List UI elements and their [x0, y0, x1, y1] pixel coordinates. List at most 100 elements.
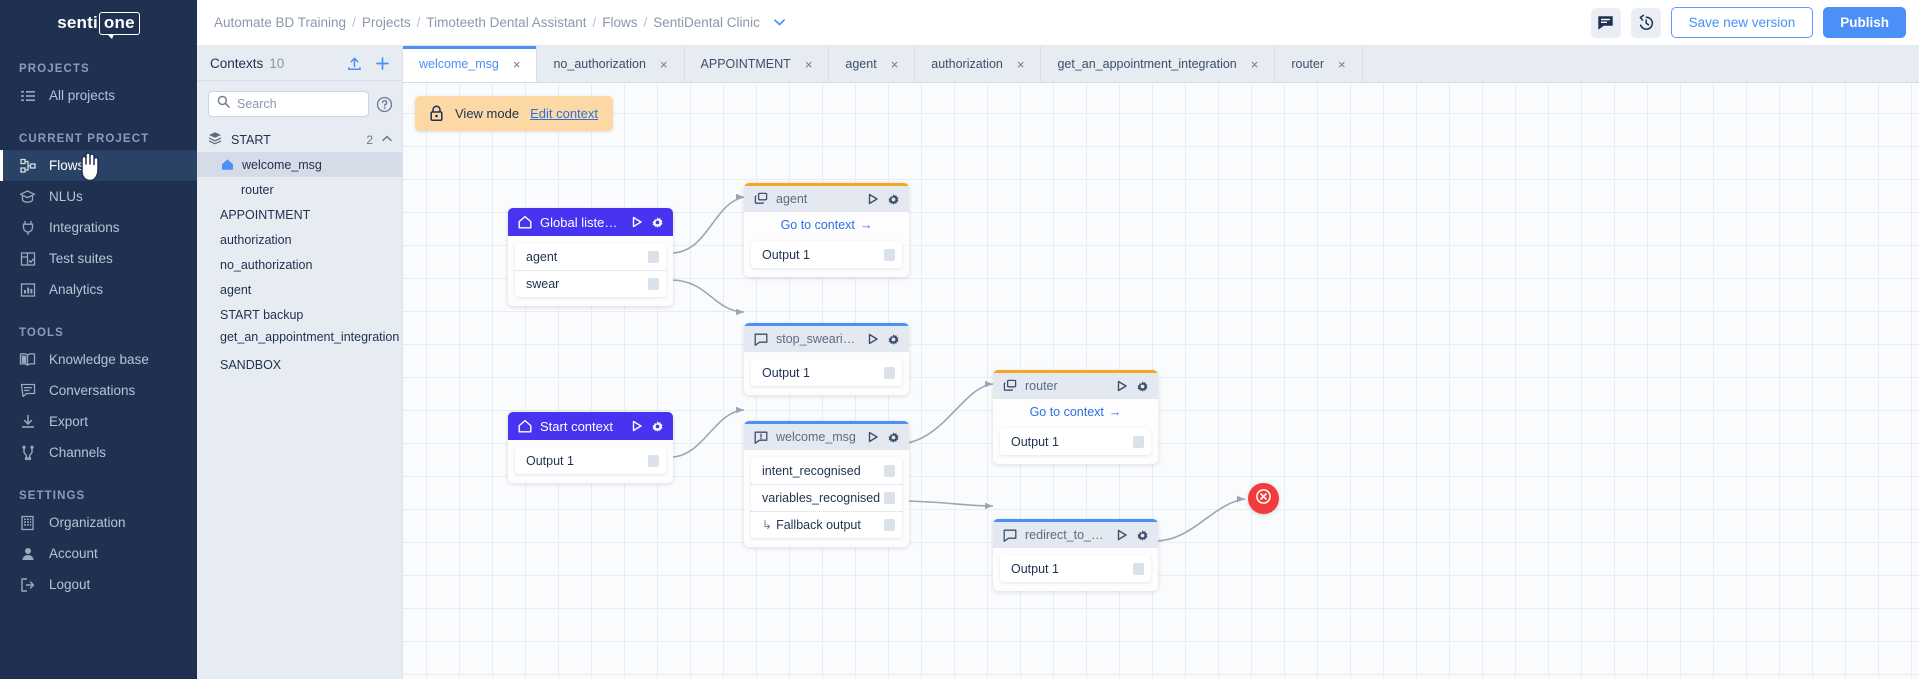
close-icon[interactable]: ×	[659, 56, 668, 72]
gear-icon[interactable]	[887, 193, 900, 206]
flow-canvas[interactable]: View mode Edit context Global listener	[403, 83, 1919, 679]
go-to-context-link[interactable]: Go to context→	[993, 399, 1158, 428]
context-item-sandbox[interactable]: SANDBOX	[197, 352, 402, 377]
gear-icon[interactable]	[887, 431, 900, 444]
sidebar-item-nlus[interactable]: NLUs	[0, 181, 197, 212]
close-icon[interactable]: ×	[890, 56, 899, 72]
tab-router[interactable]: router ×	[1275, 46, 1363, 82]
save-new-version-button[interactable]: Save new version	[1670, 7, 1814, 38]
port-output-1[interactable]: Output 1	[751, 241, 902, 268]
close-icon[interactable]: ×	[1250, 56, 1259, 72]
tab-no-authorization[interactable]: no_authorization ×	[537, 46, 685, 82]
port-connector[interactable]	[884, 464, 895, 477]
context-item-appointment[interactable]: APPOINTMENT	[197, 202, 402, 227]
publish-button[interactable]: Publish	[1823, 7, 1906, 38]
play-icon[interactable]	[867, 193, 879, 205]
context-item-no-authorization[interactable]: no_authorization	[197, 252, 402, 277]
gear-icon[interactable]	[1136, 529, 1149, 542]
gear-icon[interactable]	[651, 216, 664, 229]
search-box[interactable]	[208, 91, 369, 117]
go-to-context-link[interactable]: Go to context→	[744, 212, 909, 241]
port-swear[interactable]: swear	[515, 270, 666, 297]
node-header[interactable]: Start context	[508, 412, 673, 440]
breadcrumb-item-4[interactable]: SentiDental Clinic	[653, 15, 760, 30]
context-item-welcome-msg[interactable]: welcome_msg	[197, 152, 402, 177]
port-connector[interactable]	[648, 454, 659, 467]
port-output-1[interactable]: Output 1	[751, 359, 902, 386]
node-global-listener[interactable]: Global listener	[508, 208, 673, 306]
close-icon[interactable]: ×	[1338, 56, 1346, 72]
close-icon[interactable]: ×	[1016, 56, 1025, 72]
port-connector[interactable]	[648, 278, 659, 290]
sidebar-item-knowledge-base[interactable]: Knowledge base	[0, 344, 197, 375]
tab-agent[interactable]: agent ×	[829, 46, 916, 82]
plus-icon[interactable]	[375, 56, 390, 71]
tab-appointment[interactable]: APPOINTMENT ×	[684, 46, 830, 82]
play-icon[interactable]	[631, 216, 643, 228]
gear-icon[interactable]	[1136, 380, 1149, 393]
sidebar-item-channels[interactable]: Channels	[0, 437, 197, 468]
play-icon[interactable]	[867, 431, 879, 443]
node-header[interactable]: router	[993, 373, 1158, 399]
context-item-agent[interactable]: agent	[197, 277, 402, 302]
context-item-authorization[interactable]: authorization	[197, 227, 402, 252]
sidebar-item-test-suites[interactable]: Test suites	[0, 243, 197, 274]
port-connector[interactable]	[884, 248, 895, 261]
node-start-context[interactable]: Start context	[508, 412, 673, 483]
close-icon[interactable]: ×	[804, 56, 813, 72]
node-header[interactable]: Global listener	[508, 208, 673, 236]
breadcrumb-item-3[interactable]: Flows	[602, 15, 638, 30]
question-icon[interactable]	[376, 96, 393, 113]
play-icon[interactable]	[867, 333, 879, 345]
sidebar-item-logout[interactable]: Logout	[0, 569, 197, 600]
sidebar-item-export[interactable]: Export	[0, 406, 197, 437]
sidebar-item-conversations[interactable]: Conversations	[0, 375, 197, 406]
gear-icon[interactable]	[651, 420, 664, 433]
upload-icon[interactable]	[347, 56, 362, 71]
sidebar-item-integrations[interactable]: Integrations	[0, 212, 197, 243]
tab-authorization[interactable]: authorization ×	[915, 46, 1042, 82]
chevron-down-icon[interactable]	[773, 17, 785, 29]
node-stop-swearing-pls[interactable]: stop_swearing_pls	[744, 323, 909, 395]
comment-icon[interactable]	[1590, 7, 1621, 38]
port-connector[interactable]	[884, 519, 895, 531]
close-icon[interactable]: ×	[512, 56, 521, 72]
play-icon[interactable]	[631, 420, 643, 432]
sidebar-item-analytics[interactable]: Analytics	[0, 274, 197, 305]
end-node[interactable]	[1248, 483, 1279, 514]
breadcrumb-item-2[interactable]: Timoteeth Dental Assistant	[426, 15, 587, 30]
port-connector[interactable]	[1133, 435, 1144, 448]
gear-icon[interactable]	[887, 333, 900, 346]
port-output-1[interactable]: Output 1	[1000, 555, 1151, 582]
node-redirect-to-agent[interactable]: redirect_to_agent	[993, 519, 1158, 591]
port-fallback-output[interactable]: ↳ Fallback output	[751, 511, 902, 538]
node-header[interactable]: welcome_msg	[744, 424, 909, 450]
port-connector[interactable]	[1133, 562, 1144, 575]
history-icon[interactable]	[1630, 7, 1661, 38]
port-variables-recognised[interactable]: variables_recognised	[751, 484, 902, 511]
app-logo[interactable]: senti one	[0, 0, 197, 46]
node-welcome-msg[interactable]: welcome_msg	[744, 421, 909, 547]
tab-welcome-msg[interactable]: welcome_msg ×	[403, 46, 538, 82]
tab-get-an-appointment-integration[interactable]: get_an_appointment_integration ×	[1041, 46, 1276, 82]
breadcrumb-item-0[interactable]: Automate BD Training	[214, 15, 347, 30]
port-intent-recognised[interactable]: intent_recognised	[751, 457, 902, 484]
node-router[interactable]: router Go to context→	[993, 370, 1158, 464]
sidebar-item-organization[interactable]: Organization	[0, 507, 197, 538]
sidebar-item-account[interactable]: Account	[0, 538, 197, 569]
edit-context-link[interactable]: Edit context	[530, 106, 599, 121]
context-item-get-an-appointment-integration[interactable]: get_an_appointment_integration	[220, 330, 400, 344]
play-icon[interactable]	[1116, 380, 1128, 392]
port-output-1[interactable]: Output 1	[515, 447, 666, 474]
port-connector[interactable]	[884, 366, 895, 379]
port-agent[interactable]: agent	[515, 243, 666, 270]
chevron-up-icon[interactable]	[382, 134, 392, 145]
sidebar-item-all-projects[interactable]: All projects	[0, 80, 197, 111]
port-connector[interactable]	[884, 492, 895, 504]
node-header[interactable]: redirect_to_agent	[993, 522, 1158, 548]
search-input[interactable]	[237, 97, 360, 111]
contexts-group-start[interactable]: START 2	[197, 127, 402, 152]
node-header[interactable]: stop_swearing_pls	[744, 326, 909, 352]
context-item-router[interactable]: router	[197, 177, 402, 202]
port-output-1[interactable]: Output 1	[1000, 428, 1151, 455]
